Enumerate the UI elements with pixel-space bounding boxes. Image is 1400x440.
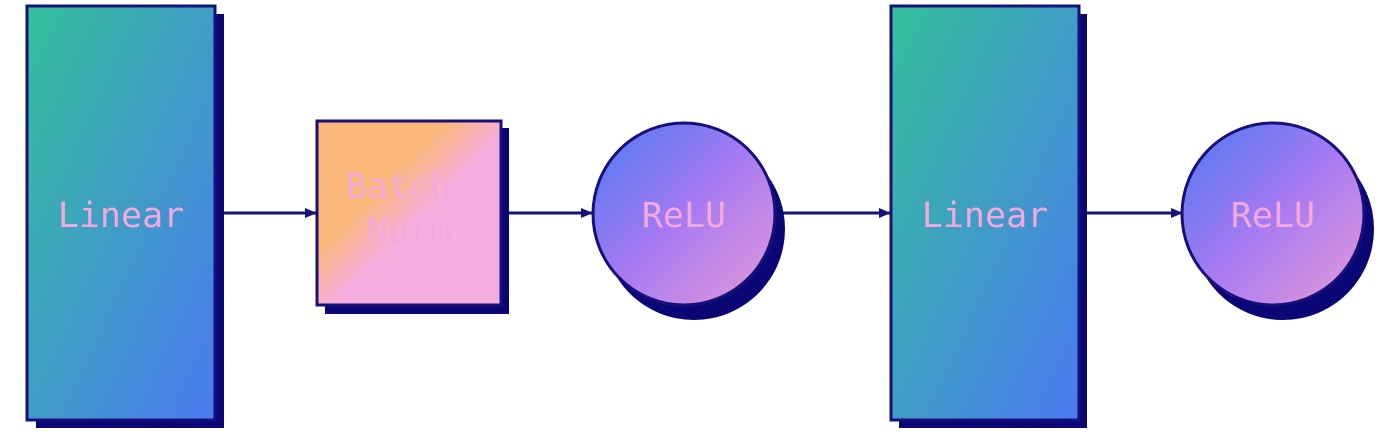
node-relu-2: ReLU [1180,121,1374,320]
node-linear-2-label-line-1: Linear [922,196,1048,236]
node-linear-1: Linear [25,4,224,428]
node-relu-1-circle [591,121,777,307]
node-batchnorm-label: Batch Norm [346,167,472,251]
node-batchnorm-label-line-2: Norm [367,211,451,251]
node-linear-2-label: Linear [922,196,1048,236]
node-relu-2-label-line-1: ReLU [1231,196,1315,236]
node-batchnorm: Batch Norm [315,119,509,314]
node-linear-2: Linear [889,4,1087,428]
node-linear-2-box [889,4,1081,422]
node-relu-2-label: ReLU [1231,196,1315,236]
node-relu-2-circle [1180,121,1366,307]
node-linear-1-label-line-1: Linear [58,196,184,236]
node-batchnorm-box [315,119,503,307]
node-relu-1: ReLU [591,121,785,320]
node-relu-1-label: ReLU [642,196,726,236]
node-relu-1-label-line-1: ReLU [642,196,726,236]
node-linear-1-label: Linear [58,196,184,236]
node-linear-1-box [25,4,217,422]
node-batchnorm-label-line-1: Batch [346,167,451,207]
